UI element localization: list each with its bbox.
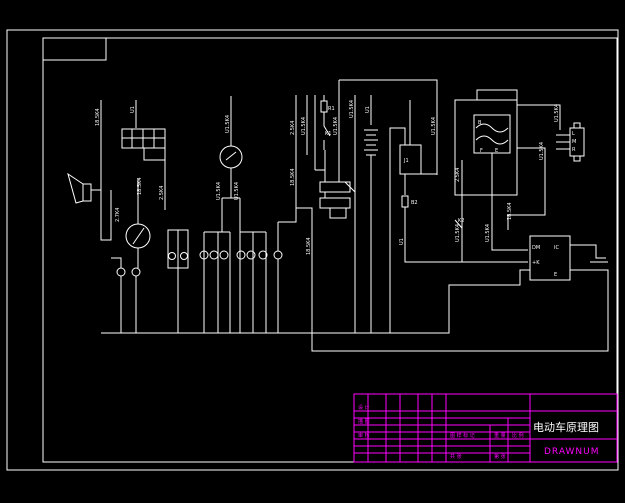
title-block: 设 计 描 图 审 核 图 样 标 记 重 量 比 例 共 张 第 张 [353, 393, 618, 463]
horn [67, 126, 102, 204]
b2-label: B2 [411, 200, 418, 206]
svg-text:比 例: 比 例 [512, 432, 524, 439]
drawing-title: 电动车原理图 [533, 420, 599, 434]
right-connector: L M R [556, 122, 585, 162]
svg-text:U1.5K4: U1.5K4 [333, 117, 339, 135]
battery [354, 129, 378, 333]
ammeter-gauge [219, 96, 243, 199]
svg-text:IC: IC [554, 245, 559, 251]
svg-text:R: R [572, 147, 576, 153]
svg-text:E: E [495, 148, 498, 154]
svg-text:18.5K4: 18.5K4 [137, 177, 143, 195]
svg-text:2.5K4: 2.5K4 [455, 168, 461, 182]
svg-text:设 计: 设 计 [358, 404, 370, 411]
lamp-bank [199, 198, 283, 333]
svg-text:E: E [554, 272, 557, 278]
center-bundle [278, 95, 316, 258]
svg-text:U1.5K4: U1.5K4 [431, 117, 437, 135]
ground-bus [101, 300, 450, 334]
svg-text:U1.5K4: U1.5K4 [539, 142, 545, 160]
lamp-pair [167, 229, 189, 333]
motor-controller: DM IC +K E [448, 235, 609, 300]
outer-border [6, 29, 619, 471]
svg-text:+K: +K [532, 260, 540, 266]
svg-text:U1: U1 [365, 106, 371, 113]
svg-text:图 样 标 记: 图 样 标 记 [450, 432, 475, 439]
component-b2 [401, 195, 409, 208]
indicator-lamps-left [111, 257, 141, 333]
svg-text:U1.5K4: U1.5K4 [554, 104, 560, 122]
k1-label: K1 [325, 131, 331, 137]
dc-converter: B F E [454, 89, 561, 258]
svg-text:L: L [572, 131, 575, 137]
drawing-number: DRAWNUM [544, 447, 599, 457]
zone-divider [43, 38, 107, 61]
svg-text:18.5K4: 18.5K4 [95, 108, 101, 126]
svg-text:审 核: 审 核 [358, 432, 370, 439]
svg-text:共 张: 共 张 [450, 453, 462, 460]
svg-text:2.7K4: 2.7K4 [115, 208, 121, 222]
svg-text:18.5K4: 18.5K4 [507, 202, 513, 220]
resistor-r1 [320, 100, 328, 113]
relay-j1: J1 [389, 100, 437, 333]
svg-text:U1: U1 [130, 106, 136, 113]
svg-text:U1: U1 [399, 238, 405, 245]
svg-text:U1.5K4: U1.5K4 [216, 182, 222, 200]
svg-text:U1.5K4: U1.5K4 [225, 115, 231, 133]
svg-text:U1.5K4: U1.5K4 [349, 100, 355, 118]
svg-text:2.5K4: 2.5K4 [290, 121, 296, 135]
switch-grid [121, 128, 166, 161]
svg-text:U1.5K4: U1.5K4 [234, 182, 240, 200]
svg-text:DM: DM [532, 245, 540, 251]
j1-label: J1 [403, 158, 409, 164]
r1-label: R1 [328, 106, 335, 112]
k2-label: K2 [458, 218, 464, 224]
svg-text:2.5K4: 2.5K4 [159, 186, 165, 200]
svg-text:重 量: 重 量 [494, 432, 506, 439]
svg-text:M: M [572, 139, 576, 145]
inner-border [42, 37, 618, 463]
supply-lines [338, 79, 438, 182]
svg-text:描 图: 描 图 [358, 418, 370, 425]
svg-text:B: B [478, 120, 482, 126]
svg-text:F: F [480, 148, 483, 154]
svg-text:18.5K4: 18.5K4 [290, 168, 296, 186]
svg-text:U1.5K4: U1.5K4 [301, 117, 307, 135]
wire-1 [100, 100, 112, 241]
svg-text:U1.5K4: U1.5K4 [485, 224, 491, 242]
speed-gauge [125, 179, 151, 268]
return-wire [311, 258, 609, 352]
svg-text:18.5K4: 18.5K4 [306, 237, 312, 255]
svg-text:U1.5K4: U1.5K4 [455, 224, 461, 242]
svg-text:第 张: 第 张 [494, 453, 506, 460]
relay-coils [319, 181, 356, 219]
